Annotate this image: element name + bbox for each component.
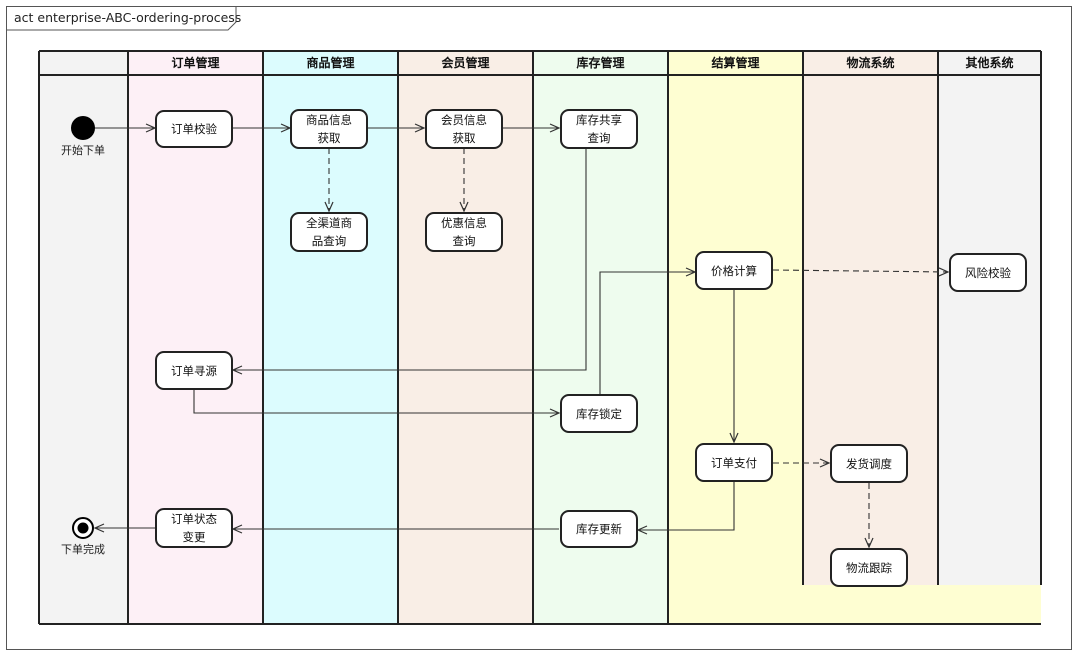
activity-inventory-share-query[interactable]: 库存共享 查询: [560, 109, 638, 149]
diagram-title: act enterprise-ABC-ordering-process: [14, 10, 242, 25]
lane-title-inventory: 库存管理: [576, 56, 625, 70]
activity-order-payment[interactable]: 订单支付: [695, 443, 773, 482]
lane-title-member: 会员管理: [441, 56, 490, 70]
header-settlement: [668, 51, 803, 75]
edge-n7-n8: [772, 267, 950, 277]
activity-discount-query[interactable]: 优惠信息 查询: [425, 212, 503, 252]
lane-title-product: 商品管理: [306, 56, 355, 70]
activity-logistics-tracking[interactable]: 物流跟踪: [830, 548, 908, 587]
activity-risk-check[interactable]: 风险校验: [949, 253, 1027, 292]
end-label: 下单完成: [61, 543, 105, 556]
lane-other-bg: [938, 51, 1041, 585]
activity-shipping-dispatch[interactable]: 发货调度: [830, 444, 908, 483]
title-tab-outline: [6, 6, 237, 31]
edge-n10-n7: [599, 267, 697, 394]
diagram-frame: [6, 6, 1072, 650]
activity-inventory-update[interactable]: 库存更新: [560, 510, 638, 548]
header-member: [398, 51, 533, 75]
lane-title-settlement: 结算管理: [711, 56, 760, 70]
header-product: [263, 51, 398, 75]
header-blank: [39, 51, 128, 75]
lane-title-logistics: 物流系统: [846, 56, 895, 70]
activity-order-validation[interactable]: 订单校验: [155, 110, 233, 148]
lane-logistics-bg: [803, 51, 938, 585]
activity-order-status-change[interactable]: 订单状态 变更: [155, 508, 233, 548]
edge-n9-n10: [193, 390, 561, 418]
lane-title-other: 其他系统: [965, 56, 1014, 70]
activity-inventory-lock[interactable]: 库存锁定: [560, 394, 638, 433]
edge-n6-n9: [231, 147, 587, 375]
edge-n11-n15: [636, 482, 735, 535]
activity-price-calculation[interactable]: 价格计算: [695, 251, 773, 290]
lane-title-order: 订单管理: [171, 56, 220, 70]
header-other: [938, 51, 1041, 75]
start-label: 开始下单: [61, 144, 105, 157]
header-logistics: [803, 51, 938, 75]
header-inventory: [533, 51, 668, 75]
lane-settlement-bg: [668, 51, 803, 624]
activity-order-sourcing[interactable]: 订单寻源: [155, 351, 233, 390]
settlement-extension: [803, 585, 1041, 624]
header-order: [128, 51, 263, 75]
activity-member-info[interactable]: 会员信息 获取: [425, 109, 503, 149]
start-node-icon: [71, 116, 95, 140]
activity-product-info[interactable]: 商品信息 获取: [290, 109, 368, 149]
activity-omnichannel-query[interactable]: 全渠道商 品查询: [290, 212, 368, 252]
end-node-inner-icon: [77, 522, 89, 534]
